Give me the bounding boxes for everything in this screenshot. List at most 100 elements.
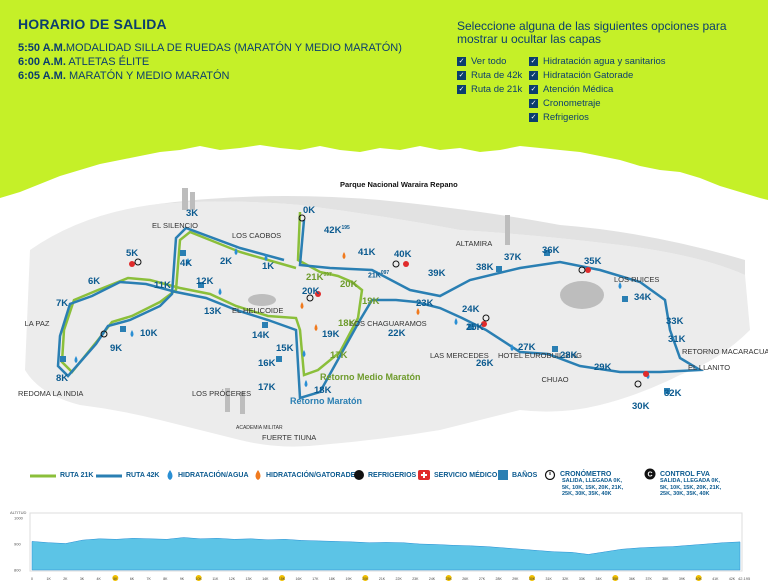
layer-option-ruta-42k[interactable]: ✓Ruta de 42k	[457, 70, 522, 81]
place-altamira: ALTAMIRA	[455, 239, 493, 248]
km-marker-18k-green[interactable]: 18K	[338, 318, 356, 329]
elevation-xtick: 12K	[229, 577, 236, 581]
km-marker-1k[interactable]: 1K	[262, 261, 275, 272]
km-marker-21k-green[interactable]: 21K097	[306, 272, 332, 283]
km-marker-13k[interactable]: 13K	[204, 306, 222, 317]
km-marker-35k[interactable]: 35K	[584, 256, 602, 267]
km-marker-12k[interactable]: 12K	[196, 276, 214, 287]
km-marker-9k[interactable]: 9K	[110, 343, 123, 354]
checkbox-checked-icon[interactable]: ✓	[529, 71, 538, 80]
elevation-xtick: 26K	[462, 577, 469, 581]
schedule-text-3: MARATÓN Y MEDIO MARATÓN	[65, 70, 230, 82]
km-marker-26k[interactable]: 26K	[476, 358, 494, 369]
km-marker-37k[interactable]: 37K	[504, 252, 522, 263]
layer-option-hidratacion-agua[interactable]: ✓ Hidratación agua y sanitarios	[529, 56, 666, 67]
checkbox-checked-icon[interactable]: ✓	[529, 113, 538, 122]
elevation-ytick: 1000	[14, 516, 24, 521]
medic-icons[interactable]	[129, 261, 649, 377]
km-marker-17k-green[interactable]: 17K	[330, 350, 348, 361]
km-marker-15k[interactable]: 15K	[276, 343, 294, 354]
km-marker-22k[interactable]: 22K	[388, 328, 406, 339]
km-marker-33k[interactable]: 33K	[666, 316, 684, 327]
bathroom-icon	[552, 346, 558, 352]
medic-icon	[481, 321, 487, 327]
km-marker-2k[interactable]: 2K	[220, 256, 233, 267]
km-marker-17k[interactable]: 17K	[258, 382, 276, 393]
checkbox-checked-icon[interactable]: ✓	[529, 99, 538, 108]
gatorade-icons[interactable]	[300, 252, 420, 331]
bathroom-icon	[498, 470, 508, 480]
elevation-checkpoint-dot	[612, 575, 619, 581]
km-marker-34k[interactable]: 34K	[634, 292, 652, 303]
map-legend: RUTA 21K RUTA 42K HIDRATACIÓN/AGUA HIDRA…	[0, 464, 768, 508]
checkbox-checked-icon[interactable]: ✓	[457, 57, 466, 66]
km-marker-21k[interactable]: 21K097	[368, 270, 389, 279]
km-marker-23k[interactable]: 23K	[416, 298, 434, 309]
km-marker-14k[interactable]: 14K	[252, 330, 270, 341]
medic-icon	[643, 371, 649, 377]
layer-option-refrigerios[interactable]: ✓Refrigerios	[529, 112, 589, 123]
layer-option-atencion-medica[interactable]: ✓Atención Médica	[529, 84, 613, 95]
layer-option-ruta-21k[interactable]: ✓Ruta de 21k	[457, 84, 522, 95]
elevation-xtick: 34K	[596, 577, 603, 581]
checkbox-checked-icon[interactable]: ✓	[457, 71, 466, 80]
km-marker-41k[interactable]: 41K	[358, 247, 376, 258]
stopwatch-icon	[482, 314, 490, 322]
km-marker-11k[interactable]: 11K	[154, 280, 171, 291]
km-marker-38k[interactable]: 38K	[476, 262, 494, 273]
km-marker-19k-green[interactable]: 19K	[362, 296, 380, 307]
km-marker-31k[interactable]: 31K	[668, 334, 686, 345]
km-marker-20k[interactable]: 20K	[302, 286, 320, 297]
km-marker-42k[interactable]: 42K195	[324, 225, 350, 236]
km-marker-28k[interactable]: 28K	[560, 350, 578, 361]
elevation-xtick: 27K	[479, 577, 486, 581]
km-marker-0k[interactable]: 0K	[303, 205, 316, 216]
legend-gatorade-label: HIDRATACIÓN/GATORADE	[266, 471, 356, 479]
km-marker-20k-green[interactable]: 20K	[340, 279, 358, 290]
checkbox-checked-icon[interactable]: ✓	[457, 85, 466, 94]
km-marker-18k[interactable]: 18K	[314, 385, 332, 396]
layer-option-ver-todo[interactable]: ✓ Ver todo	[457, 56, 506, 67]
km-marker-19k[interactable]: 19K	[322, 329, 340, 340]
elevation-xtick: 28K	[496, 577, 503, 581]
legend-ruta-21k: RUTA 21K	[30, 472, 93, 479]
km-marker-16k[interactable]: 16K	[258, 358, 276, 369]
km-marker-5k[interactable]: 5K	[126, 248, 139, 259]
bathroom-icons[interactable]	[60, 250, 670, 394]
km-marker-7k[interactable]: 7K	[56, 298, 69, 309]
km-marker-24k[interactable]: 24K	[462, 304, 480, 315]
km-marker-39k[interactable]: 39K	[428, 268, 446, 279]
km-marker-6k[interactable]: 6K	[88, 276, 101, 287]
timing-icons[interactable]	[100, 214, 642, 388]
elevation-xtick: 30K	[529, 577, 536, 581]
km-marker-10k[interactable]: 10K	[140, 328, 158, 339]
km-marker-3k[interactable]: 3K	[186, 208, 199, 219]
km-marker-32k[interactable]: 32K	[664, 388, 682, 399]
layer-option-hidratacion-gatorade[interactable]: ✓Hidratación Gatorade	[529, 70, 633, 81]
water-drop-icon	[234, 248, 238, 255]
km-marker-8k[interactable]: 8K	[56, 373, 69, 384]
schedule-line-3: 6:05 A.M. MARATÓN Y MEDIO MARATÓN	[18, 70, 229, 82]
place-los-caobos: LOS CAOBOS	[232, 231, 282, 240]
km-marker-42k-sup: 195	[341, 225, 350, 231]
km-marker-27k[interactable]: 27K	[518, 342, 536, 353]
km-marker-25k[interactable]: 25K	[466, 322, 484, 333]
km-marker-30k[interactable]: 30K	[632, 401, 650, 412]
place-chuao: CHUAO	[541, 375, 569, 384]
place-fuerte-tiuna: FUERTE TIUNA	[262, 433, 317, 442]
km-marker-4k[interactable]: 4K	[180, 258, 193, 269]
km-marker-40k[interactable]: 40K	[394, 249, 412, 260]
place-academia-militar: ACADEMIA MILITAR	[236, 425, 283, 431]
km-marker-29k[interactable]: 29K	[594, 362, 612, 373]
layer-option-label: Ver todo	[471, 56, 507, 67]
route-map[interactable]	[0, 0, 768, 464]
km-marker-36k[interactable]: 36K	[542, 245, 560, 256]
landmark-buildings	[182, 188, 604, 414]
gatorade-drop-icon	[300, 302, 304, 309]
layer-option-label: Hidratación agua y sanitarios	[543, 56, 666, 67]
place-el-llanito: EL LLANITO	[687, 363, 731, 372]
km-marker-42k-label: 42K	[324, 225, 342, 237]
layer-option-cronometraje[interactable]: ✓Cronometraje	[529, 98, 601, 109]
checkbox-checked-icon[interactable]: ✓	[529, 57, 538, 66]
checkbox-checked-icon[interactable]: ✓	[529, 85, 538, 94]
